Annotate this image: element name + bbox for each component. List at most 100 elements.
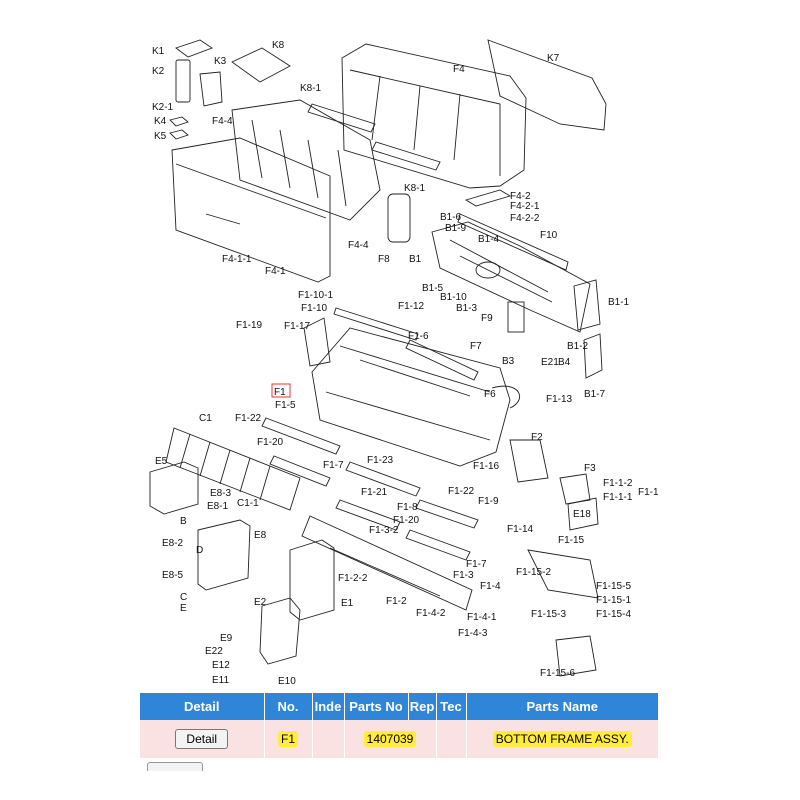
callout-label: B1-10 — [440, 292, 467, 303]
parts-name-value: BOTTOM FRAME ASSY. — [492, 731, 632, 747]
flap-f1-2 — [301, 515, 473, 611]
callout-label: F1-4 — [480, 581, 501, 592]
callout-label: B1-6 — [440, 212, 462, 223]
part-f9 — [507, 301, 525, 333]
callout-label: F7 — [470, 341, 482, 352]
control-cover-e8 — [197, 519, 251, 591]
air-filter-k8-1-lower — [371, 141, 441, 171]
parts-name-cell: BOTTOM FRAME ASSY. — [465, 720, 658, 758]
electrical-box-e1 — [289, 539, 335, 621]
bottom-frame-f1 — [311, 327, 511, 467]
exploded-parts-diagram: K1K2K2-1K4K5K3K8K8-1F4K7F4-4F4-1-1F4-1K8… — [149, 39, 658, 687]
remote-controller-k2 — [175, 59, 191, 103]
parts-table: Detail No. Inde Parts No Rep Tec Parts N… — [140, 693, 658, 758]
parts-no-value: 1407039 — [363, 731, 417, 747]
callout-label: F1-2-2 — [338, 573, 368, 584]
callout-label: F1-5 — [275, 400, 296, 411]
callout-label: F1-15-4 — [596, 609, 631, 620]
mounting-plate-k7 — [487, 39, 607, 131]
callout-label: B1-4 — [478, 234, 500, 245]
remote-controller-k1 — [175, 39, 213, 58]
callout-label: B1-5 — [422, 283, 444, 294]
callout-label: F1-4-2 — [416, 608, 446, 619]
detail-button[interactable]: Detail — [175, 729, 229, 749]
col-index[interactable]: Inde — [311, 693, 344, 720]
callout-label: K8 — [272, 40, 285, 51]
callout-label: F1-16 — [473, 461, 500, 472]
callout-label: F1-14 — [507, 524, 534, 535]
remote-holder-k3 — [199, 71, 223, 107]
callout-label: B1-1 — [608, 297, 630, 308]
callout-label: F1-15-3 — [531, 609, 566, 620]
callout-label: F1-4-1 — [467, 612, 497, 623]
callout-label: K8-1 — [300, 83, 322, 94]
table-row: Detail F1 1407039 BOTTOM FRAME ASSY. — [140, 720, 658, 758]
louver-f1-22b — [415, 499, 479, 529]
callout-label: F1-22 — [448, 486, 475, 497]
callout-label: F1-21 — [361, 487, 388, 498]
callout-label: E — [180, 603, 187, 614]
callout-label: F1-1-2 — [603, 478, 633, 489]
callout-label: F1-3 — [453, 570, 474, 581]
callout-label: F1-2 — [386, 596, 407, 607]
filter-k8 — [231, 47, 291, 83]
louver-f1-23 — [345, 461, 421, 497]
part-f1-10 — [303, 317, 331, 367]
callout-label: B1-3 — [456, 303, 478, 314]
callout-label: F1-13 — [546, 394, 573, 405]
heat-exchanger-b1 — [431, 221, 591, 333]
callout-label: F4-2-1 — [510, 201, 540, 212]
table-header-row: Detail No. Inde Parts No Rep Tec Parts N… — [140, 693, 658, 720]
callout-label: C1-1 — [237, 498, 259, 509]
col-parts-no[interactable]: Parts No — [343, 693, 408, 720]
part-f1-10-1 — [333, 307, 419, 341]
bar-f10 — [457, 213, 569, 271]
callout-label: F1-23 — [367, 455, 394, 466]
callout-label: C — [180, 592, 187, 603]
callout-label: F1-7 — [323, 460, 344, 471]
callout-label: F1-7 — [466, 559, 487, 570]
col-detail[interactable]: Detail — [140, 693, 264, 720]
callout-label: E8-3 — [210, 488, 232, 499]
louver-f1-20 — [269, 455, 331, 487]
louver-f1-21 — [335, 499, 401, 531]
motor-f2 — [509, 439, 549, 483]
callout-label: F4-1-1 — [222, 254, 252, 265]
col-rep[interactable]: Rep — [407, 693, 436, 720]
part-f1-15-6 — [555, 635, 597, 677]
louver-f1-8 — [405, 529, 471, 561]
callout-label: F3 — [584, 463, 596, 474]
callout-label: E2 — [254, 597, 267, 608]
callout-label: B1-9 — [445, 223, 467, 234]
callout-label: E22 — [205, 646, 223, 657]
callout-label: F1-20 — [393, 515, 420, 526]
front-grille-f4 — [341, 43, 527, 189]
index-cell — [311, 720, 344, 758]
pcb-e2 — [259, 597, 301, 665]
part-f6 — [491, 385, 521, 409]
col-parts-name[interactable]: Parts Name — [465, 693, 658, 720]
callout-label: F1-17 — [284, 321, 311, 332]
callout-label: K2 — [152, 66, 165, 77]
next-detail-button-partial[interactable] — [147, 762, 203, 771]
display-f8 — [387, 193, 411, 243]
callout-label: F1-15-1 — [596, 595, 631, 606]
callout-label: F1-12 — [398, 301, 425, 312]
callout-label: E21 — [541, 357, 559, 368]
callout-label: B — [180, 516, 187, 527]
cross-flow-fan-c1 — [165, 427, 301, 511]
callout-label: K3 — [214, 56, 227, 67]
callout-label: E12 — [212, 660, 230, 671]
col-no[interactable]: No. — [263, 693, 312, 720]
callout-label: K8-1 — [404, 183, 426, 194]
callout-label: B4 — [558, 357, 571, 368]
drain-b1-1 — [573, 279, 601, 331]
col-tec[interactable]: Tec — [435, 693, 466, 720]
callout-label: F2 — [531, 432, 543, 443]
front-panel-f4-1 — [171, 137, 331, 283]
callout-label: C1 — [199, 413, 212, 424]
callout-labels: K1K2K2-1K4K5K3K8K8-1F4K7F4-4F4-1-1F4-1K8… — [152, 40, 658, 687]
callout-label: F1-10 — [301, 303, 328, 314]
control-box-e5 — [149, 461, 199, 515]
callout-label: E11 — [212, 675, 229, 686]
